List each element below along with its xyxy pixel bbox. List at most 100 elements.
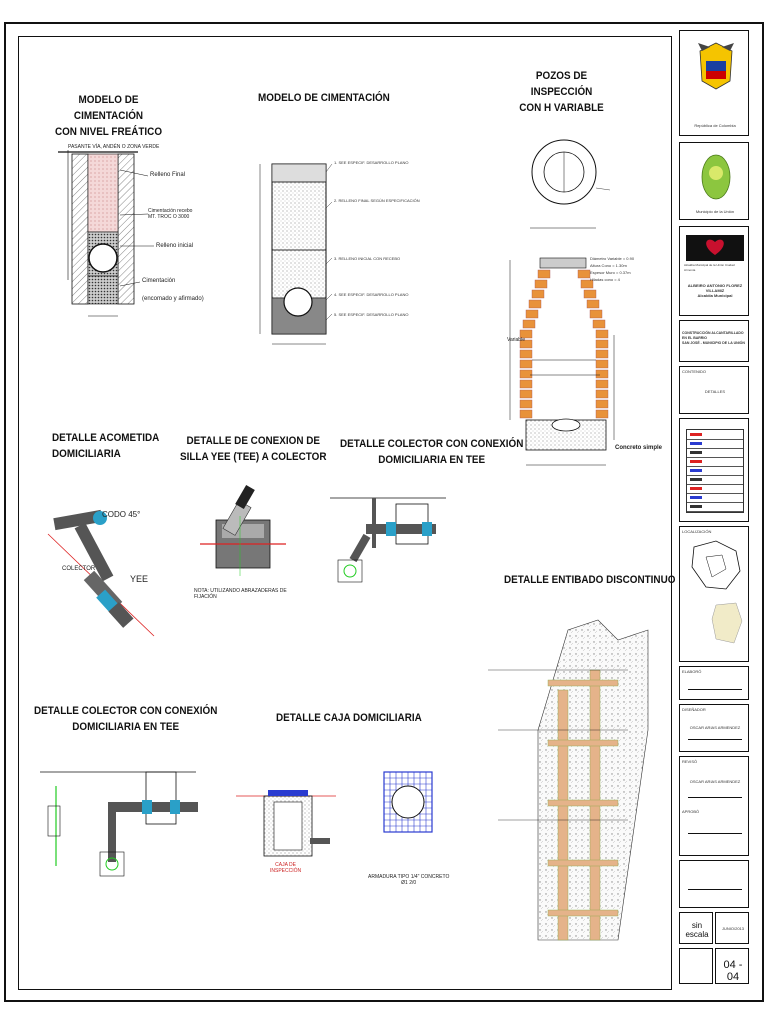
box-municipio: Municipio de la Unión <box>679 142 749 220</box>
label-cimentacion-sub: (encomado y afirmado) <box>142 296 204 302</box>
convention-row <box>687 448 743 458</box>
brick <box>519 329 533 339</box>
label-municipio: Municipio de la Unión <box>695 209 735 214</box>
brick <box>580 279 594 289</box>
brick <box>595 409 609 419</box>
title-colector-tee-2: DETALLE COLECTOR CON CONEXIÓN DOMICILIAR… <box>34 705 218 733</box>
brick <box>531 289 545 299</box>
box-escudo: República de Colombia <box>679 30 749 136</box>
title-block: República de Colombia Municipio de la Un… <box>676 30 754 990</box>
box-project: CONSTRUCCIÓN ALCANTARILLADO EN EL BARRIO… <box>679 320 749 362</box>
label-armadura: ARMADURA TIPO 1/4" CONCRETO Ø1 2/0 <box>368 874 450 886</box>
title-silla-yee: DETALLE DE CONEXION DE SILLA YEE (TEE) A… <box>180 435 327 463</box>
label-plancha: 04 - 04 <box>723 959 743 983</box>
convention-swatch <box>690 496 702 499</box>
cim-note-2: 2. RELLENO FINAL SEGÚN ESPECIFICACIÓN <box>334 198 420 203</box>
label-variable: Variable <box>507 337 525 343</box>
brick <box>525 309 539 319</box>
box-disenador: DISEÑADOR OSCAR ARIAS ARMENDEZ <box>679 704 749 752</box>
label-disenador: DISEÑADOR <box>682 707 706 712</box>
label-codo: CODO 45° <box>102 510 141 519</box>
pozo-specs-4: Hiladas cono = 4 <box>590 277 620 282</box>
box-localizacion: LOCALIZACIÓN <box>679 526 749 662</box>
brick <box>595 369 609 379</box>
box-blank <box>679 948 713 984</box>
box-alcaldia: Alcaldía Municipal de la Unión Ciudad Ar… <box>679 226 749 316</box>
brick <box>595 339 609 349</box>
box-plancha: 04 - 04 <box>715 948 749 984</box>
title-cimentacion: MODELO DE CIMENTACIÓN <box>258 92 390 104</box>
brick <box>528 299 542 309</box>
box-reviso: REVISÓ OSCAR ARIAS ARMENDEZ APROBÓ <box>679 756 749 856</box>
pozo-specs-1: Diámetro Variable = 0.90 <box>590 256 635 261</box>
brick <box>519 359 533 369</box>
pozos-drawing <box>509 139 615 466</box>
label-alcaldia-name: ALBEIRO ANTONIO FLOREZ VILLAMIZ Alcaldía… <box>687 283 743 298</box>
colector-tee-1-drawing <box>330 497 446 583</box>
convention-row <box>687 457 743 467</box>
convention-row <box>687 439 743 449</box>
brick <box>583 289 597 299</box>
brick <box>534 279 548 289</box>
box-firma <box>679 860 749 908</box>
caja-section-drawing <box>236 790 336 857</box>
convention-row <box>687 466 743 476</box>
label-relleno-inicial: Relleno inicial <box>156 243 194 249</box>
strut <box>547 679 619 687</box>
convention-swatch <box>690 451 702 454</box>
label-nombre-2: OSCAR ARIAS ARMENDEZ <box>689 779 741 784</box>
nota-silla: NOTA: UTILIZANDO ABRAZADERAS DE FIJACIÓN <box>194 588 287 600</box>
drawing-area <box>18 36 672 990</box>
brick <box>519 409 533 419</box>
label-fecha: JUNIO/2013 <box>721 926 744 931</box>
strut <box>547 909 619 917</box>
acometida-drawing <box>47 509 155 637</box>
localizacion-inset <box>711 602 743 644</box>
cimentacion-freatico-drawing <box>58 150 154 317</box>
sheet-outer-border <box>4 22 764 1002</box>
title-caja-domiciliaria: DETALLE CAJA DOMICILIARIA <box>276 712 422 724</box>
label-concreto-simple: Concreto simple <box>615 445 663 451</box>
box-convenciones <box>679 418 749 522</box>
label-caja-inspeccion: CAJA DE INSPECCIÓN <box>270 862 302 874</box>
convention-row <box>687 502 743 512</box>
label-alcaldia-logo: Alcaldía Municipal de la Unión Ciudad Ar… <box>684 263 735 272</box>
convention-swatch <box>690 460 702 463</box>
brick <box>592 319 606 329</box>
title-pozos: POZOS DE INSPECCIÓN CON H VARIABLE <box>519 70 604 114</box>
brick <box>519 399 533 409</box>
convention-row <box>687 475 743 485</box>
silla-yee-drawing <box>200 484 286 576</box>
title-acometida: DETALLE ACOMETIDA DOMICILIARIA <box>52 432 160 460</box>
box-escala: sin escala <box>679 912 713 944</box>
convention-row <box>687 430 743 440</box>
label-pasante: PASANTE VÍA, ANDÉN O ZONA VERDE <box>68 144 160 150</box>
strut <box>547 799 619 807</box>
label-cimentacion: Cimentación <box>142 278 176 284</box>
municipio-logo-icon <box>701 154 731 200</box>
entibado-struts <box>547 679 619 917</box>
brick <box>595 329 609 339</box>
label-escala: sin escala <box>685 921 709 939</box>
label-relleno-final: Relleno Final <box>150 172 186 178</box>
caja-plan-drawing <box>383 771 433 833</box>
title-cimentacion-freatico: MODELO DE CIMENTACIÓN CON NIVEL FREÁTICO <box>54 94 163 138</box>
heart-icon <box>706 239 724 255</box>
label-yee: YEE <box>130 574 149 584</box>
label-cimentacion-recebo: Cimentación recebo MT. TROC O 3000 <box>148 208 193 220</box>
pozo-bricks-right <box>577 269 609 419</box>
label-detalles: DETALLES <box>704 389 726 394</box>
brick <box>537 269 551 279</box>
brick <box>522 319 536 329</box>
brick <box>519 389 533 399</box>
label-localizacion: LOCALIZACIÓN <box>682 529 712 534</box>
brick <box>589 309 603 319</box>
convention-swatch <box>690 433 702 436</box>
convention-swatch <box>690 487 702 490</box>
strut <box>547 859 619 867</box>
pozo-specs-2: Altura Cono = 1.30m <box>590 263 627 268</box>
cim-note-3: 3. RELLENO INICIAL CON RECEBO <box>334 256 401 261</box>
cim-note-5: 5. SEE ESPECIF. DESARROLLO PLANO <box>334 312 409 317</box>
brick <box>595 399 609 409</box>
convenciones-table <box>686 429 744 513</box>
